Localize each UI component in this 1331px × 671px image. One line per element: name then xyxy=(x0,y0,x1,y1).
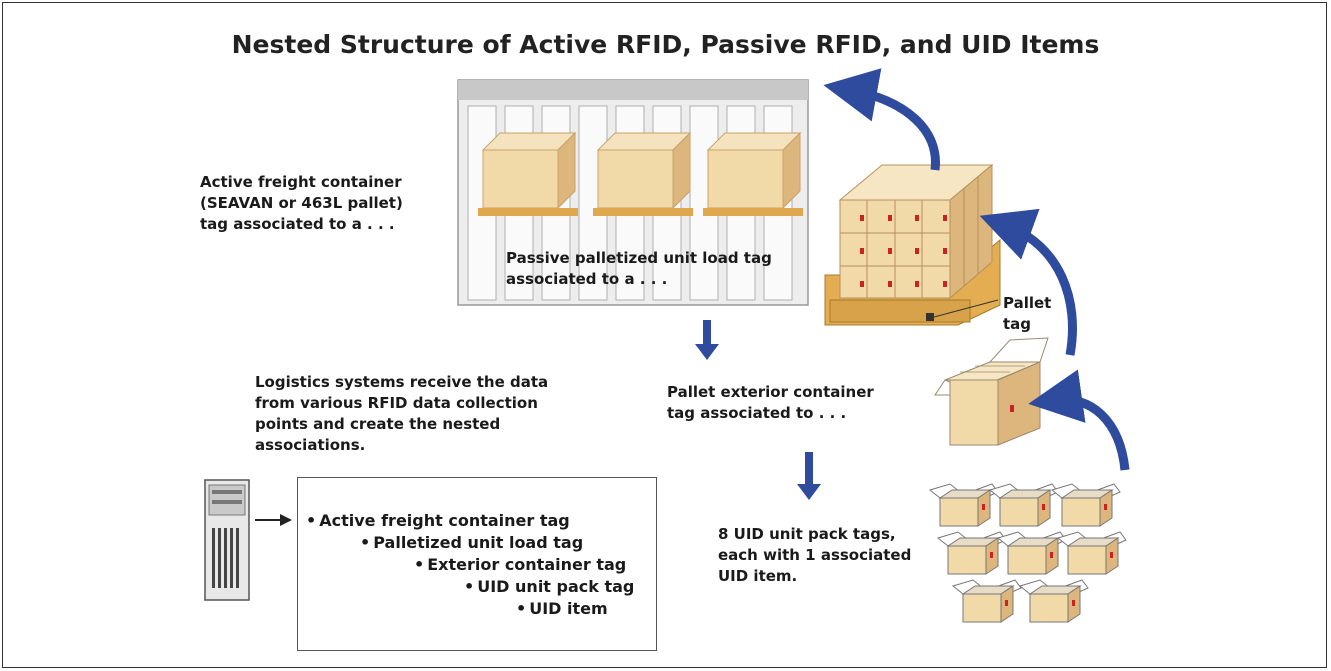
unit-pack-box xyxy=(928,483,999,527)
diagram-title: Nested Structure of Active RFID, Passive… xyxy=(231,30,1100,59)
down-arrow-1 xyxy=(695,320,719,360)
pallet-tag-label: Pallet tag xyxy=(1003,294,1052,333)
nested-item-palletized-load: •Palletized unit load tag xyxy=(360,533,584,552)
exterior-container-illustration xyxy=(934,337,1049,446)
unit-packs-illustration xyxy=(928,483,1127,623)
palletized-load-illustration xyxy=(824,163,1001,326)
curved-arrow-box-to-pallet xyxy=(979,208,1077,356)
container-pallet-3 xyxy=(703,131,803,216)
unit-pack-box xyxy=(951,579,1022,623)
active-container-label: Active freight container (SEAVAN or 463L… xyxy=(200,173,403,233)
unit-pack-box xyxy=(1018,579,1089,623)
server-arrow xyxy=(255,514,292,526)
nested-item-uid-item: •UID item xyxy=(516,599,608,618)
unit-pack-box xyxy=(988,483,1059,527)
logistics-systems-label: Logistics systems receive the data from … xyxy=(255,373,549,454)
nested-associations-box: •Active freight container tag •Palletize… xyxy=(297,477,657,651)
passive-pallet-label: Passive palletized unit load tag associa… xyxy=(506,249,772,288)
nested-item-uid-unit-pack: •UID unit pack tag xyxy=(464,577,635,596)
curved-arrow-pallet-to-container xyxy=(823,68,940,171)
uid-pack-label: 8 UID unit pack tags, each with 1 associ… xyxy=(718,525,912,585)
server-icon xyxy=(204,479,250,601)
unit-pack-box xyxy=(1056,531,1127,575)
nested-item-exterior-container: •Exterior container tag xyxy=(414,555,627,574)
down-arrow-2 xyxy=(797,452,821,500)
container-pallet-1 xyxy=(478,131,578,216)
unit-pack-box xyxy=(1050,483,1121,527)
unit-pack-box xyxy=(996,531,1067,575)
nested-item-active-container: •Active freight container tag xyxy=(306,511,570,530)
container-pallet-2 xyxy=(593,131,693,216)
curved-arrow-packs-to-box xyxy=(1028,369,1130,471)
exterior-container-label: Pallet exterior container tag associated… xyxy=(667,383,874,422)
freight-container-illustration xyxy=(457,79,809,306)
unit-pack-box xyxy=(936,531,1007,575)
